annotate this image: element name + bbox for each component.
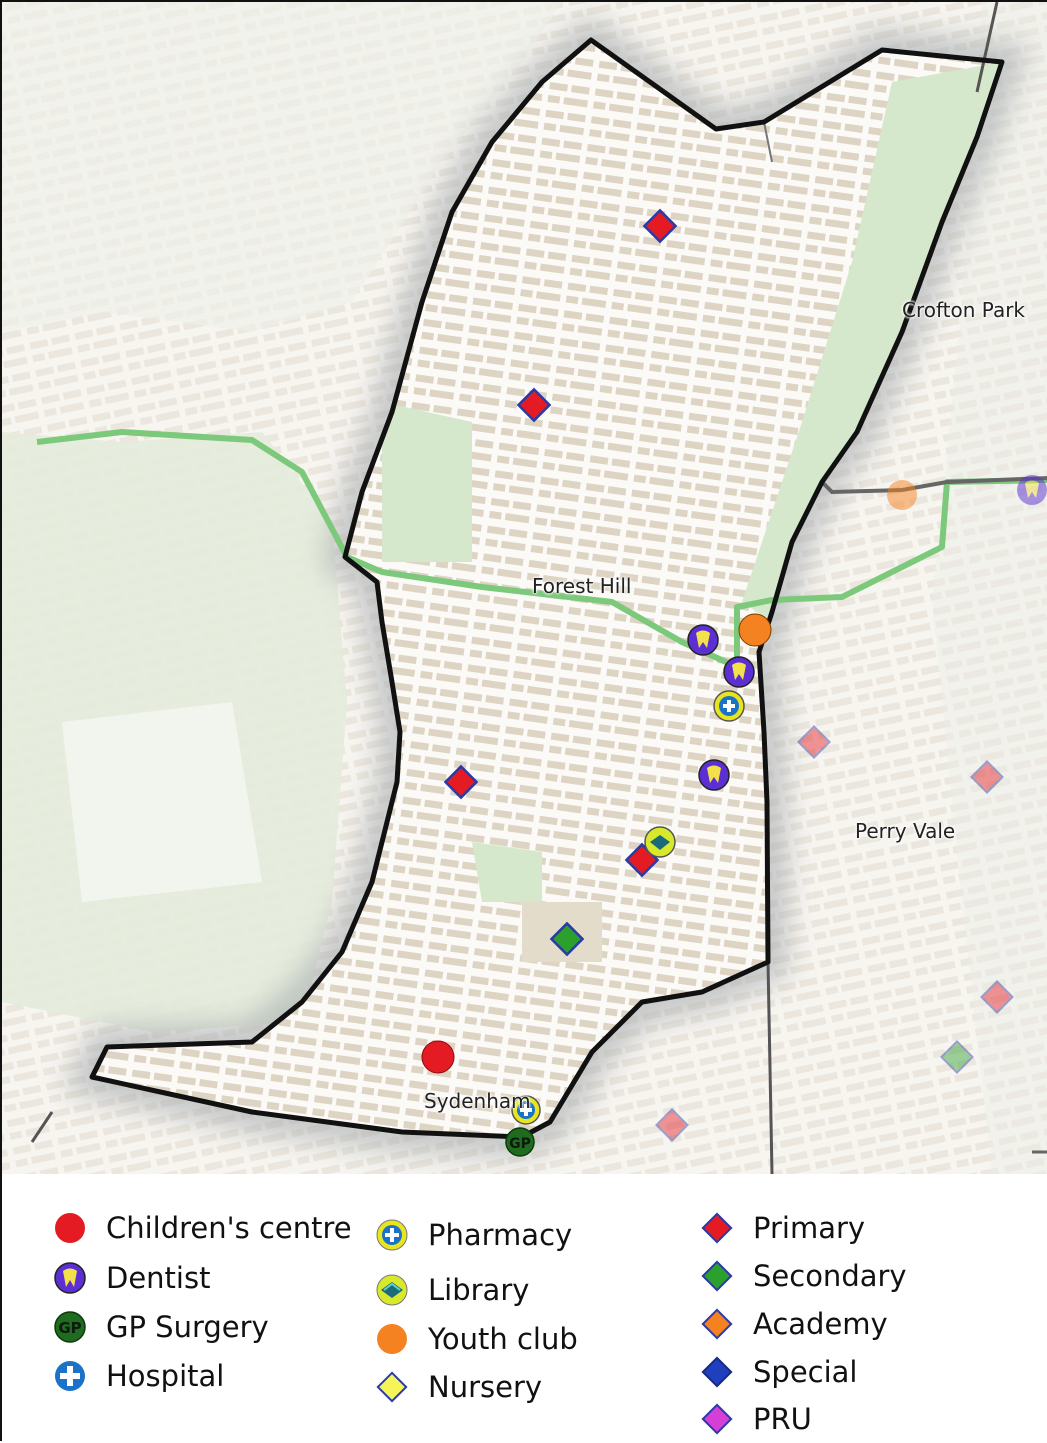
library-book-icon (376, 1274, 408, 1306)
map-canvas: GP (2, 2, 1047, 1174)
place-label-crofton-park: Crofton Park (902, 298, 1026, 322)
svg-text:GP: GP (58, 1319, 81, 1337)
legend-label: Children's centre (106, 1211, 352, 1245)
legend-label: Primary (753, 1211, 866, 1245)
map-legend: Children's centre Dentist GP GP Surgery … (2, 1174, 1047, 1443)
yellow-diamond-icon (376, 1371, 408, 1403)
marker-dentist-faded (1017, 475, 1047, 505)
place-label-perry-vale: Perry Vale (855, 819, 956, 843)
marker-library (644, 826, 676, 858)
marker-primary-faded (970, 760, 1004, 794)
legend-label: Special (753, 1355, 858, 1389)
ward-boundary (89, 37, 1005, 1140)
blue-diamond-icon (701, 1356, 733, 1388)
hospital-cross-icon (55, 1361, 85, 1391)
legend-item-gp-surgery: GP GP Surgery (52, 1307, 269, 1347)
marker-primary-faded (655, 1108, 689, 1142)
magenta-diamond-icon (701, 1403, 733, 1435)
legend-label: Pharmacy (428, 1218, 573, 1252)
red-diamond-icon (701, 1212, 733, 1244)
marker-youth-club (738, 613, 772, 647)
marker-youth-club-faded (887, 480, 917, 510)
marker-gp-surgery: GP (505, 1127, 535, 1157)
pharmacy-cross-icon (376, 1219, 408, 1251)
marker-pharmacy (713, 690, 745, 722)
orange-diamond-icon (701, 1308, 733, 1340)
marker-dentist (698, 759, 730, 791)
marker-primary-faded (797, 725, 831, 759)
legend-item-secondary: Secondary (699, 1256, 907, 1296)
marker-secondary (549, 921, 585, 957)
svg-text:GP: GP (509, 1136, 531, 1152)
legend-item-library: Library (374, 1270, 529, 1310)
red-circle-icon (55, 1213, 85, 1243)
marker-primary (642, 208, 678, 244)
legend-label: Academy (753, 1307, 888, 1341)
legend-label: Library (428, 1273, 530, 1307)
gp-surgery-icon: GP (54, 1311, 86, 1343)
legend-label: Secondary (753, 1259, 907, 1293)
marker-secondary-faded (940, 1040, 974, 1074)
legend-label: GP Surgery (106, 1310, 269, 1344)
marker-primary-faded (980, 980, 1014, 1014)
legend-item-academy: Academy (699, 1304, 888, 1344)
legend-item-pharmacy: Pharmacy (374, 1215, 572, 1255)
marker-primary (443, 764, 479, 800)
marker-primary (516, 387, 552, 423)
orange-circle-icon (377, 1324, 407, 1354)
legend-label: PRU (753, 1402, 812, 1436)
map-markers: GP (421, 208, 1047, 1157)
legend-item-dentist: Dentist (52, 1258, 210, 1298)
legend-item-pru: PRU (699, 1399, 812, 1439)
green-diamond-icon (701, 1260, 733, 1292)
place-label-forest-hill: Forest Hill (532, 574, 632, 598)
legend-label: Hospital (106, 1359, 225, 1393)
marker-pharmacy (511, 1095, 541, 1125)
legend-item-youth-club: Youth club (374, 1319, 578, 1359)
legend-label: Youth club (428, 1322, 578, 1356)
marker-dentist (723, 656, 755, 688)
marker-childrens-centre (421, 1040, 455, 1074)
place-label-sydenham: Sydenham (424, 1089, 531, 1113)
legend-item-nursery: Nursery (374, 1367, 542, 1407)
legend-item-special: Special (699, 1352, 858, 1392)
legend-item-childrens-centre: Children's centre (52, 1208, 352, 1248)
dentist-tooth-icon (54, 1262, 86, 1294)
marker-dentist (687, 624, 719, 656)
legend-item-hospital: Hospital (52, 1356, 224, 1396)
legend-label: Nursery (428, 1370, 543, 1404)
legend-item-primary: Primary (699, 1208, 865, 1248)
legend-label: Dentist (106, 1261, 211, 1295)
